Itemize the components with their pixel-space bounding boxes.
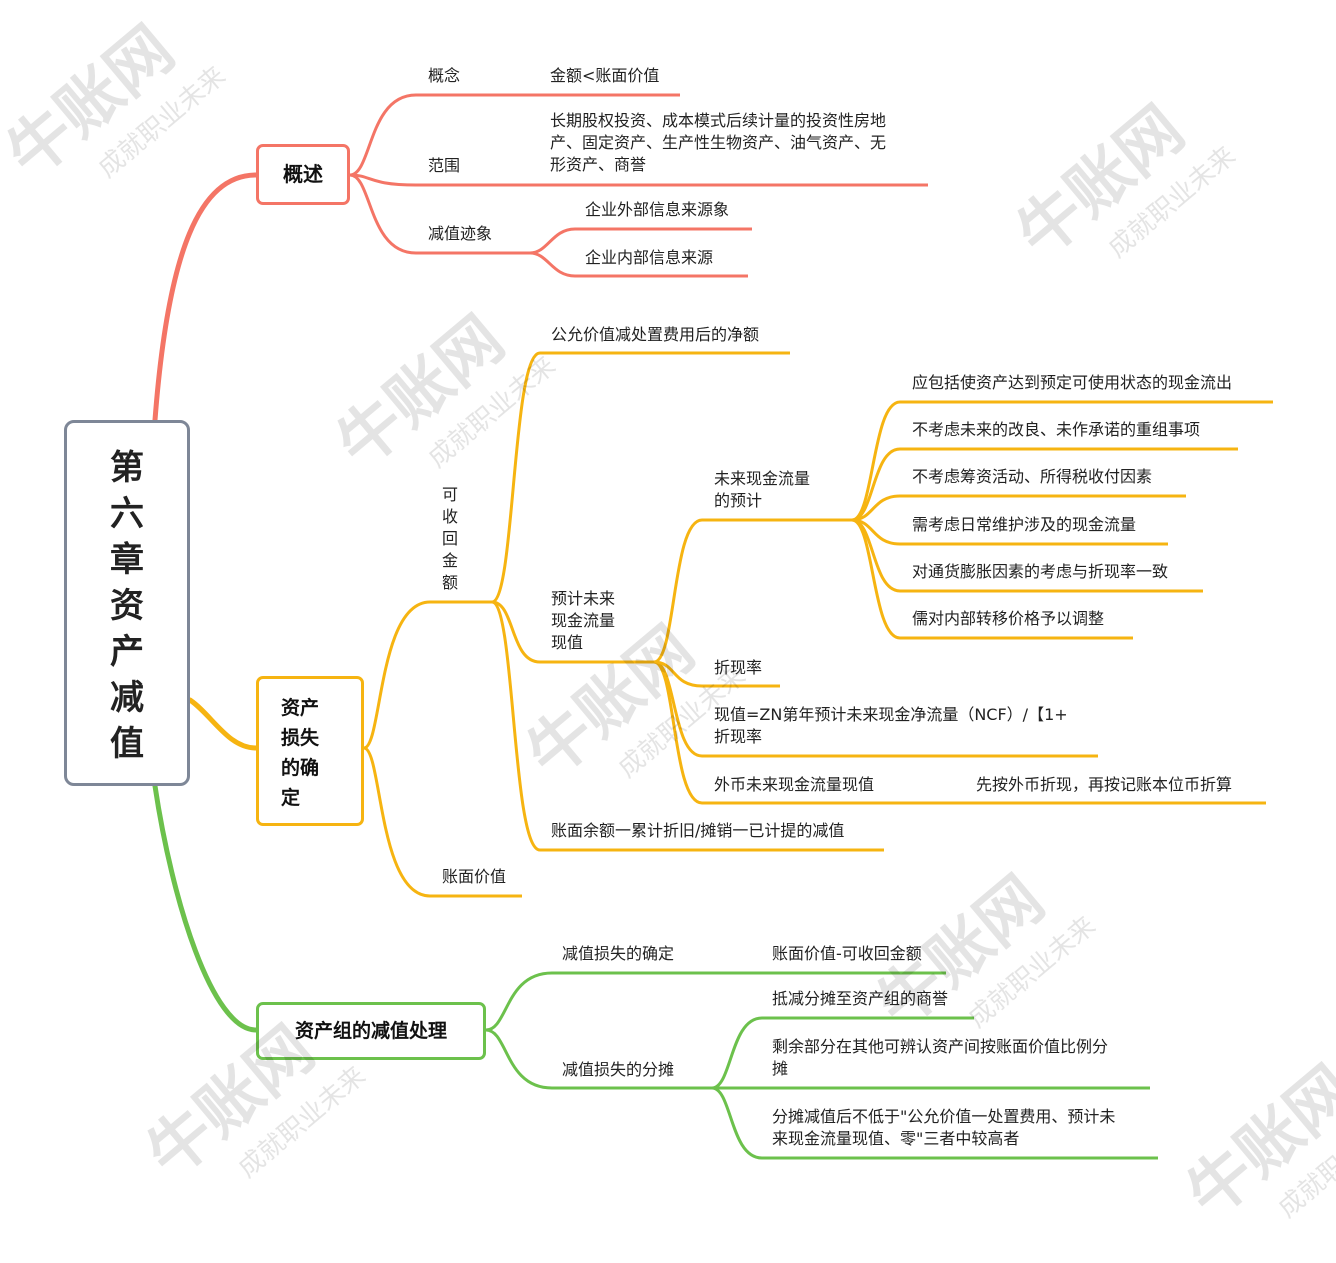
connector-lines <box>152 93 1273 1160</box>
signs-internal: 企业内部信息来源 <box>585 248 714 267</box>
cashflow-item: 儒对内部转移价格予以调整 <box>912 609 1105 628</box>
root-title: 第六章资产减值 <box>110 448 144 764</box>
root-to-overview-line <box>152 172 259 423</box>
root-node: 第六章资产减值 <box>64 420 190 786</box>
allocate-item: 剩余部分在其他可辨认资产间按账面价值比例分 摊 <box>772 1037 1109 1078</box>
cashflow-item: 应包括使资产达到预定可使用状态的现金流出 <box>912 373 1233 392</box>
allocate-item: 分摊减值后不低于"公允价值一处置费用、预计未 来现金流量现值、零"三者中较高者 <box>772 1107 1116 1148</box>
scope-detail: 长期股权投资、成本模式后续计量的投资性房地 产、固定资产、生产性生物资产、油气资… <box>550 111 887 174</box>
overview-lines <box>349 93 928 278</box>
formula-label: 现值=ZN第年预计未来现金净流量（NCF）/【1+ 折现率 <box>714 705 1068 746</box>
recoverable-label: 可 收 回 金 额 <box>442 485 459 592</box>
root-to-asset-line <box>187 697 259 751</box>
asset-lines <box>363 351 1273 898</box>
allocate-item: 抵减分摊至资产组的商誉 <box>772 989 949 1008</box>
present-value-label: 预计未来 现金流量 现值 <box>551 589 616 652</box>
cashflow-item: 不考虑未来的改良、未作承诺的重组事项 <box>912 420 1201 439</box>
book-balance-label: 账面余额一累计折旧/摊销一已计提的减值 <box>551 821 845 840</box>
cashflow-item: 需考虑日常维护涉及的现金流量 <box>912 515 1137 534</box>
cashflow-item: 对通货膨胀因素的考虑与折现率一致 <box>912 562 1169 581</box>
cashflow-item: 不考虑筹资活动、所得税收付因素 <box>912 467 1153 486</box>
asset-group-title: 资产组的减值处理 <box>294 1020 447 1042</box>
loss-determine-detail: 账面价值-可收回金额 <box>772 944 922 963</box>
loss-allocate-label: 减值损失的分摊 <box>562 1060 675 1079</box>
asset-loss-node: 资产 损失 的确 定 <box>256 676 364 826</box>
concept-detail: 金额<账面价值 <box>550 66 660 85</box>
foreign-pv-detail: 先按外币折现，再按记账本位币折算 <box>976 775 1233 794</box>
foreign-pv-label: 外币未来现金流量现值 <box>714 775 875 794</box>
mind-map: 第六章资产减值 概述 资产 损失 的确 定 资产组的减值处理 概念 金额<账面价… <box>0 13 1336 1233</box>
discount-rate-label: 折现率 <box>714 658 763 677</box>
cashflow-label: 未来现金流量 的预计 <box>714 469 811 510</box>
overview-node: 概述 <box>256 144 350 205</box>
signs-external: 企业外部信息来源象 <box>585 200 730 219</box>
concept-label: 概念 <box>428 66 461 85</box>
loss-determine-label: 减值损失的确定 <box>562 944 675 963</box>
fair-value-label: 公允价值减处置费用后的净额 <box>551 325 760 344</box>
root-to-group-line <box>152 783 259 1033</box>
group-lines <box>485 971 1158 1160</box>
asset-group-node: 资产组的减值处理 <box>256 1002 486 1060</box>
overview-title: 概述 <box>283 162 323 186</box>
book-value-label: 账面价值 <box>442 867 507 886</box>
signs-label: 减值迹象 <box>428 224 493 243</box>
scope-label: 范围 <box>428 156 461 175</box>
